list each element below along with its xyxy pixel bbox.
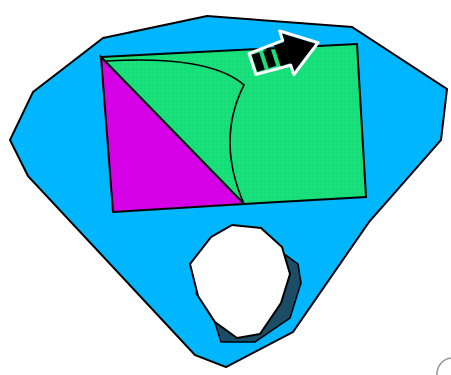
partial-circle-icon (437, 358, 451, 375)
